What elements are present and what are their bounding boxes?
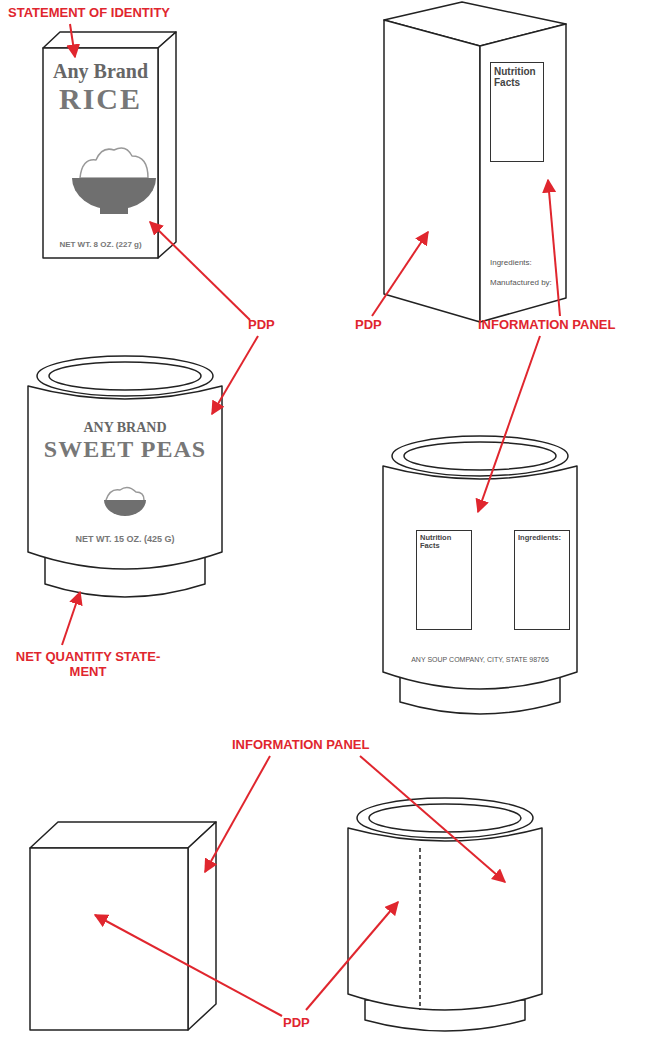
leader-arrow [205, 756, 270, 872]
leader-arrow [372, 232, 428, 316]
panel-heading: Nutrition Facts [494, 66, 540, 88]
box-side [188, 822, 216, 1030]
leader-arrow [212, 336, 258, 414]
box-front [43, 48, 158, 258]
callout-label: INFORMATION PANEL [232, 738, 369, 753]
can-label [383, 466, 577, 689]
can-lid [404, 442, 556, 470]
box-top [30, 822, 216, 848]
product-name: RICE [43, 82, 158, 117]
can-rim [37, 356, 213, 396]
callout-label: INFORMATION PANEL [478, 318, 615, 333]
callout-label: STATEMENT OF IDENTITY [8, 6, 170, 21]
panel-text: Manufactured by: [490, 278, 564, 287]
leader-arrow [360, 756, 505, 882]
bowl [104, 500, 146, 516]
panel-divider [419, 848, 421, 1010]
bowl [72, 178, 156, 210]
leader-arrow [150, 222, 250, 320]
box-side [480, 24, 566, 322]
box-side [158, 32, 176, 258]
leader-arrow [548, 180, 560, 316]
leader-arrow [306, 902, 398, 1010]
brand-text: Any Brand [43, 60, 158, 83]
can-label [348, 828, 542, 1010]
net-weight: NET WT. 15 OZ. (425 G) [30, 534, 220, 544]
rice-mound [80, 148, 148, 178]
callout-label: PDP [355, 318, 382, 333]
panel-box: Nutrition Facts [490, 62, 544, 162]
can-label [28, 386, 222, 569]
net-weight: NET WT. 8 OZ. (227 g) [43, 240, 158, 249]
can-lid [49, 362, 201, 390]
leader-arrow [478, 336, 540, 512]
panel-text: Ingredients: [490, 258, 564, 267]
callout-label: PDP [248, 318, 275, 333]
panel-heading: Ingredients: [518, 534, 566, 542]
can-rim [392, 436, 568, 476]
leader-arrow [95, 915, 282, 1016]
can-lid [369, 804, 521, 832]
brand-text: ANY BRAND [30, 420, 220, 436]
leader-arrow [70, 24, 75, 57]
product-name: SWEET PEAS [30, 436, 220, 464]
panel-heading: Nutrition Facts [420, 534, 468, 551]
leader-arrow [62, 592, 80, 645]
panel-box: Nutrition Facts [416, 530, 472, 630]
box-top [43, 32, 176, 48]
callout-label: PDP [283, 1016, 310, 1031]
peas-mound [106, 487, 144, 500]
bowl-foot [100, 208, 128, 214]
callout-label: NET QUANTITY STATE- MENT [8, 650, 168, 680]
panel-box: Ingredients: [514, 530, 570, 630]
can-rim [357, 798, 533, 838]
box-front [30, 848, 188, 1030]
company-text: ANY SOUP COMPANY, CITY, STATE 98765 [390, 656, 570, 664]
